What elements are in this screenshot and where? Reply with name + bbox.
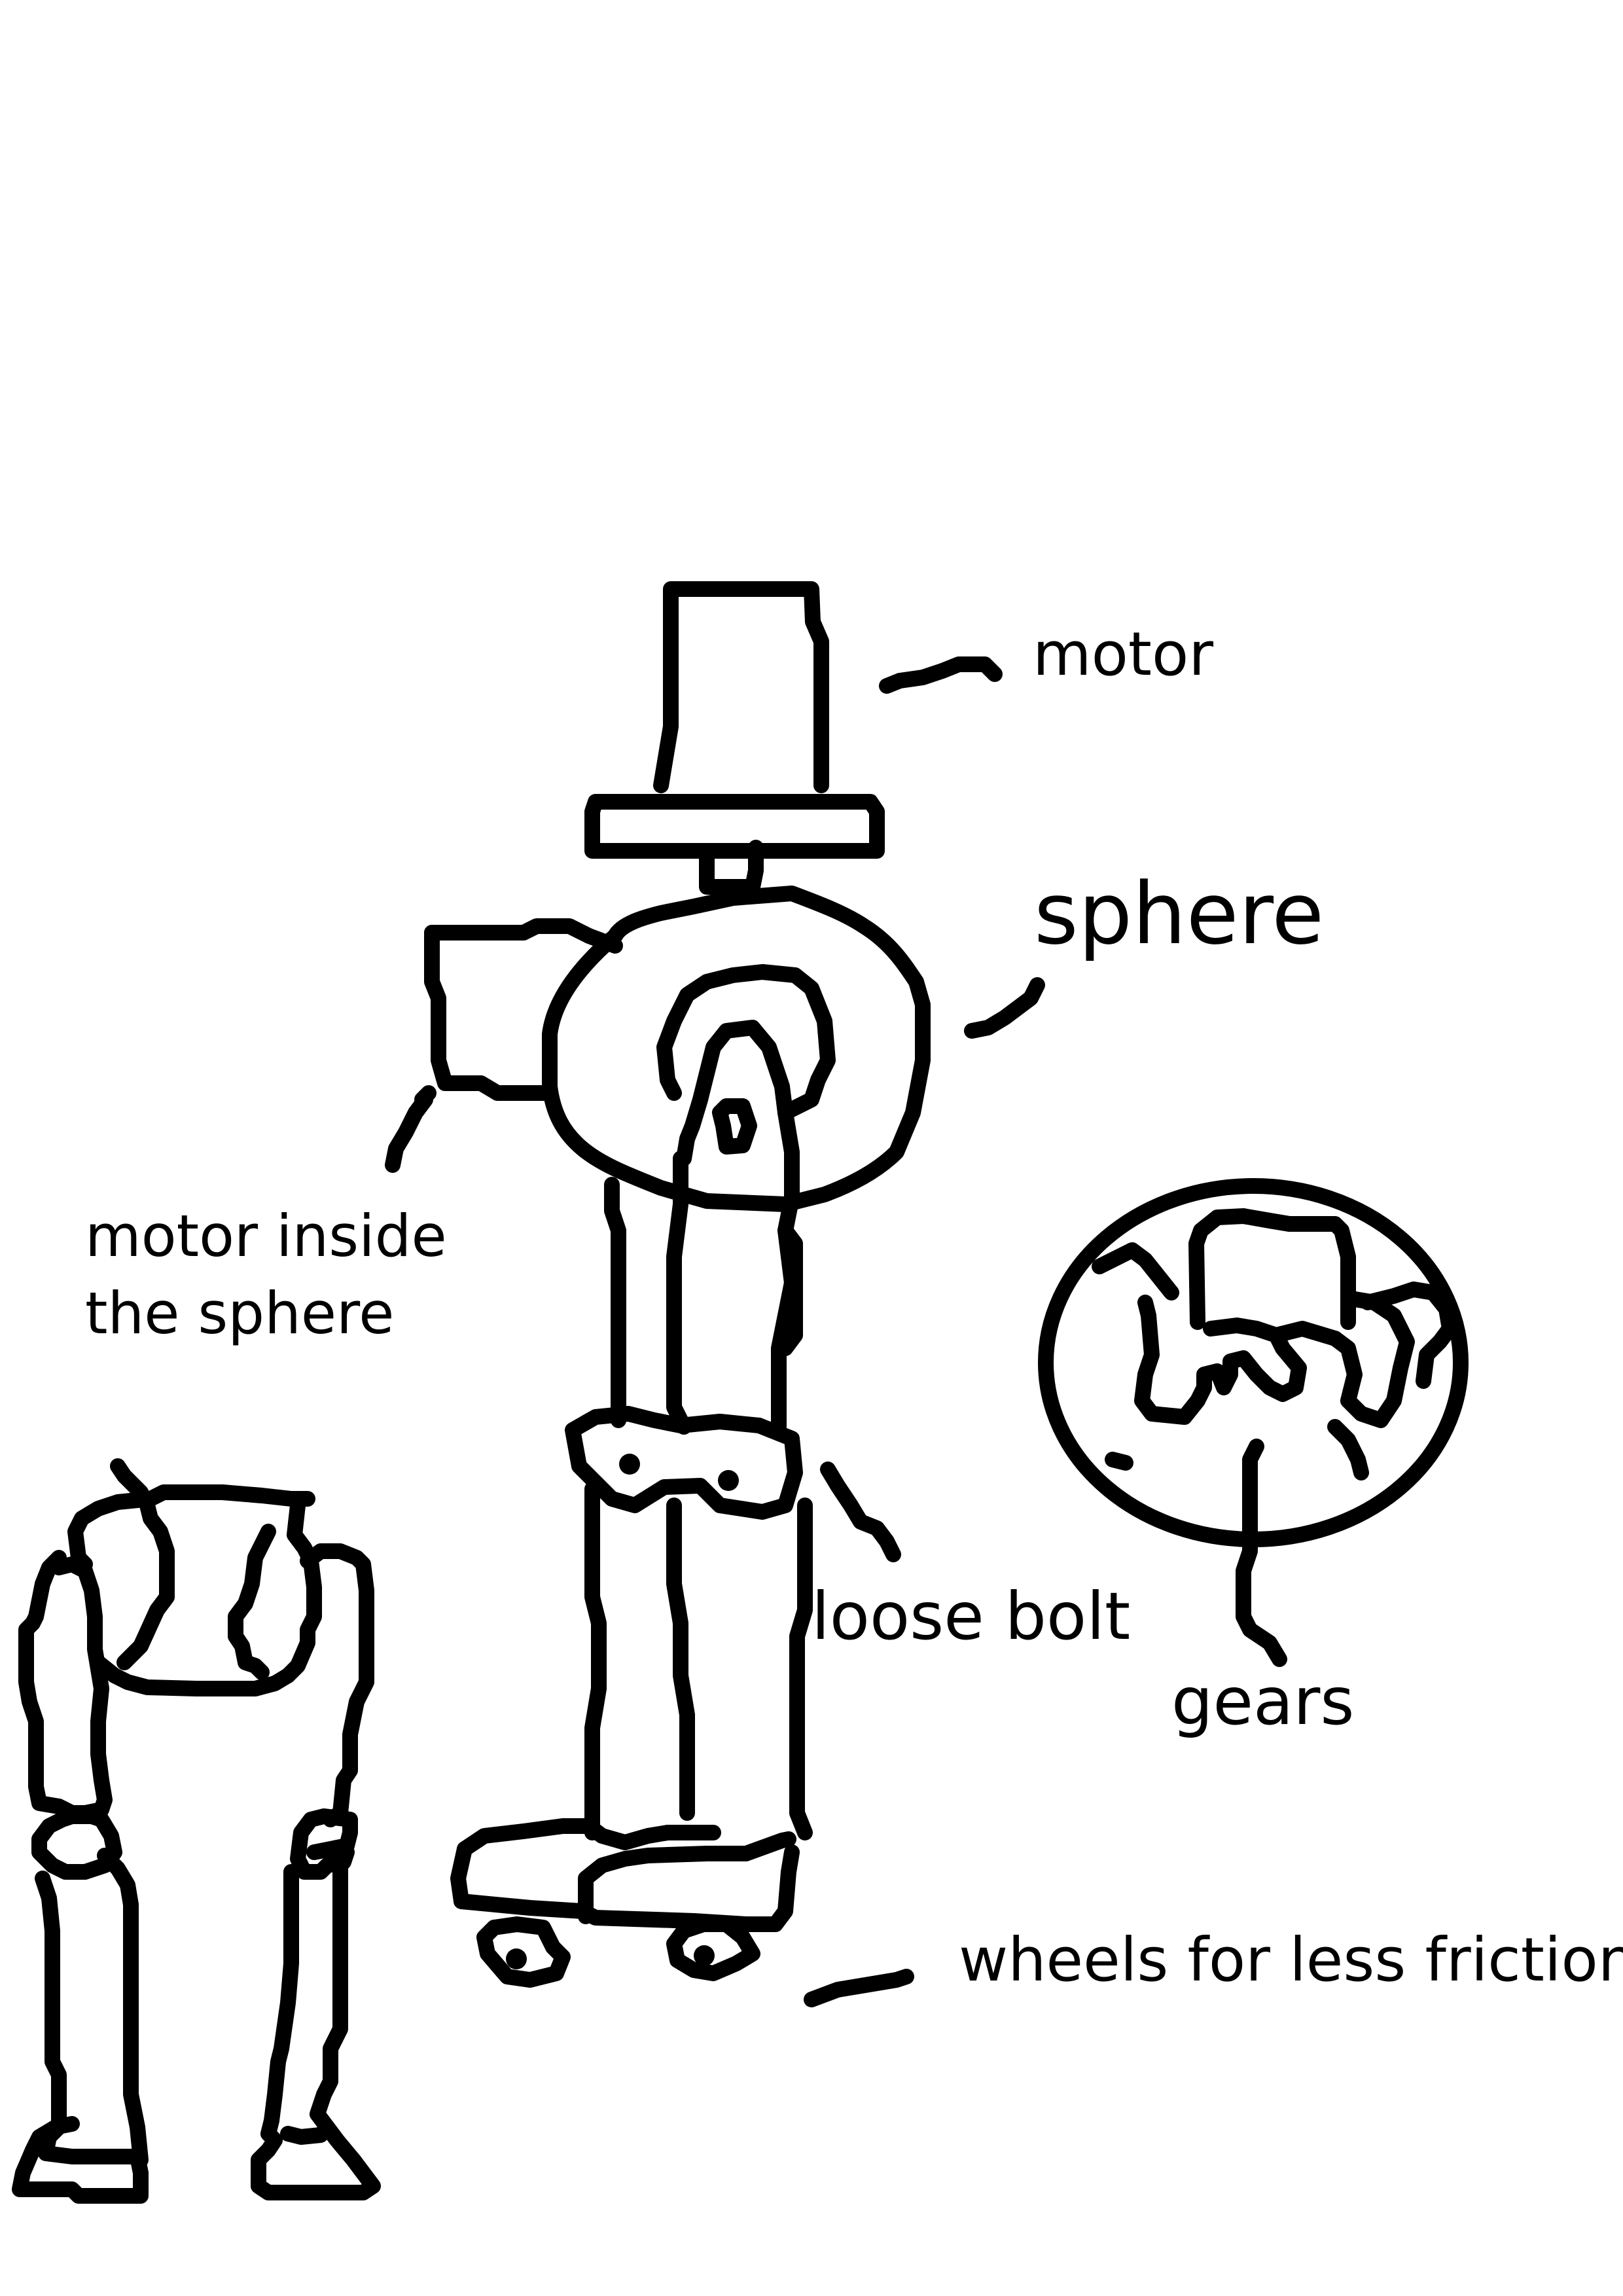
leader-line-loose-bolt: [820, 1462, 901, 1562]
leader-line-sphere: [964, 977, 1045, 1039]
gears-drawing: [1038, 1178, 1469, 1667]
robot-figure-drawing: [12, 1458, 381, 2204]
label-sphere: sphere: [1034, 864, 1325, 963]
label-gears: gears: [1171, 1663, 1355, 1740]
leader-line-motor: [879, 656, 1003, 694]
label-motor: motor: [1033, 619, 1214, 689]
label-motor-inside-line2: the sphere: [85, 1280, 395, 1347]
label-motor-inside-line1: motor inside: [85, 1202, 447, 1270]
leader-line-motor-inside: [385, 1092, 433, 1173]
label-wheels-for-less-friction: wheels for less friction: [959, 1925, 1623, 1995]
sphere-drawing: [424, 886, 931, 1212]
leader-line-wheels: [804, 1969, 914, 2007]
leg-drawing: [450, 1105, 813, 1988]
label-motor-inside-the-sphere: motor inside the sphere: [85, 1198, 447, 1352]
leader-lines: [385, 656, 1045, 2007]
motor-drawing: [584, 581, 885, 895]
label-loose-bolt: loose bolt: [812, 1578, 1131, 1655]
